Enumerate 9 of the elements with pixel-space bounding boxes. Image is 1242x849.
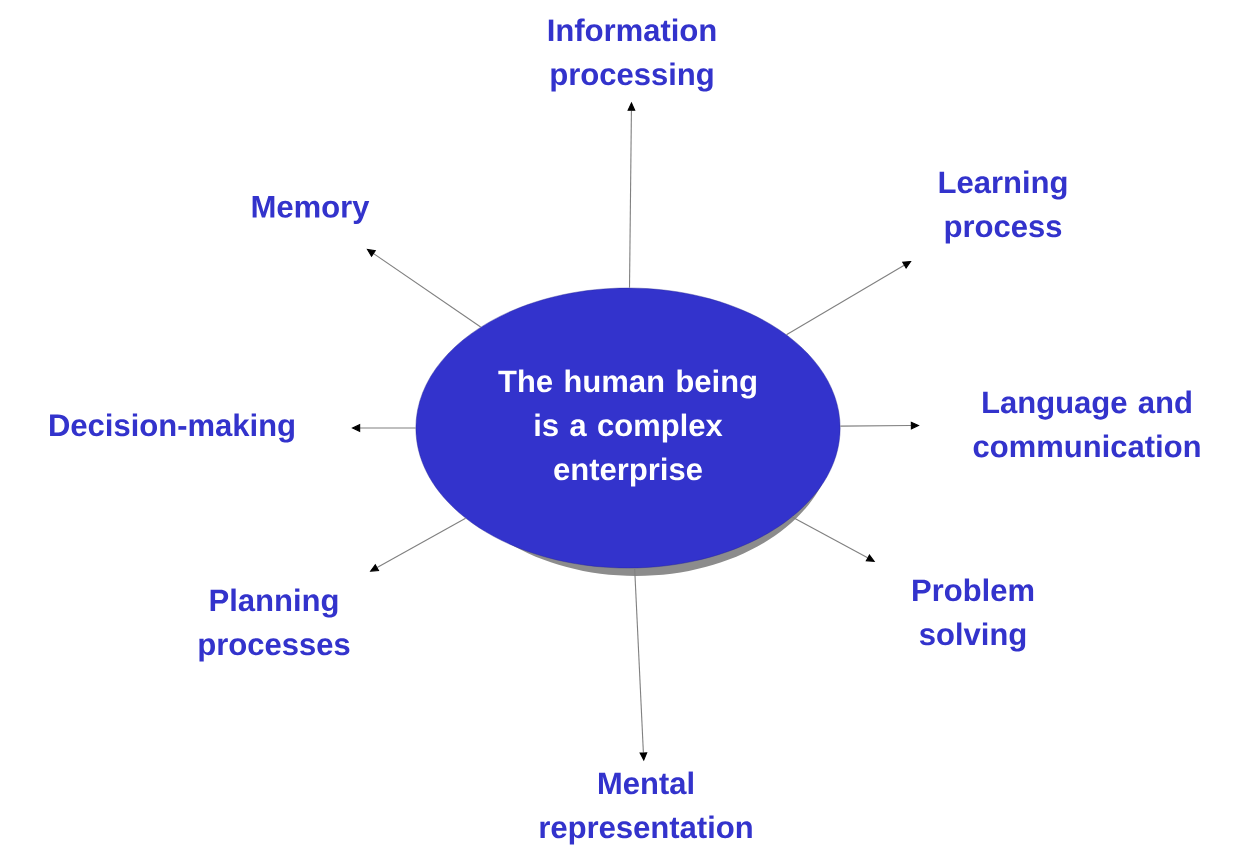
topic-label: Information processing xyxy=(548,18,716,92)
topic-label: Decision-making xyxy=(50,413,294,443)
topic-label: Learning process xyxy=(939,170,1067,244)
arrow xyxy=(366,248,482,328)
topic-label: Mental representation xyxy=(540,771,752,845)
topic-label: Memory xyxy=(252,196,370,224)
topic-label: Problem solving xyxy=(913,578,1034,652)
topic-label: Planning processes xyxy=(199,588,350,662)
topic-label: Language and communication xyxy=(973,390,1200,458)
